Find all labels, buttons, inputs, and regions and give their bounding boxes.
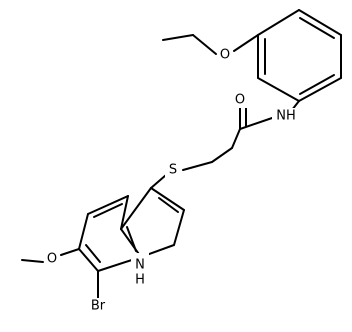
bond bbox=[231, 128, 241, 149]
double-bond-inner bbox=[126, 226, 137, 252]
label-bg bbox=[232, 93, 248, 108]
label-bg bbox=[165, 163, 181, 178]
atom-nitrogen-indole-hydrogen: H bbox=[135, 273, 145, 288]
bond bbox=[182, 161, 213, 171]
bond bbox=[120, 228, 142, 258]
atom-oxygen-carbonyl: O bbox=[235, 93, 245, 108]
label-bg bbox=[272, 108, 298, 124]
ethoxyphenyl-ring bbox=[257, 9, 342, 102]
bond bbox=[120, 187, 152, 230]
bond bbox=[21, 259, 44, 263]
bond bbox=[150, 187, 185, 211]
bond bbox=[162, 34, 194, 41]
bond bbox=[257, 9, 300, 36]
bond bbox=[239, 116, 276, 130]
label-bg bbox=[131, 253, 149, 287]
bond bbox=[60, 248, 80, 256]
label-bg bbox=[44, 252, 60, 268]
bond bbox=[211, 147, 233, 163]
bond bbox=[120, 195, 129, 230]
indole-ring bbox=[78, 187, 185, 272]
atom-nitrogen-amide: NH bbox=[276, 109, 296, 124]
acetamide-chain bbox=[150, 107, 276, 189]
bond bbox=[78, 248, 99, 272]
bond bbox=[298, 77, 342, 102]
bond bbox=[173, 209, 185, 246]
bond bbox=[233, 34, 259, 52]
atom-sulfur: S bbox=[169, 163, 177, 178]
bond bbox=[192, 34, 217, 55]
label-bg bbox=[86, 298, 110, 314]
atom-nitrogen-indole: N bbox=[135, 258, 145, 273]
bond bbox=[298, 9, 342, 36]
atom-oxygen-ethoxy: O bbox=[220, 48, 230, 63]
methoxy-group bbox=[21, 248, 80, 263]
ethoxy-group bbox=[162, 34, 259, 55]
label-bg bbox=[218, 47, 232, 61]
bond bbox=[87, 195, 129, 215]
double-bond-inner bbox=[85, 244, 101, 263]
bond bbox=[150, 174, 167, 189]
double-bond-inner bbox=[299, 17, 335, 39]
bond bbox=[78, 213, 89, 250]
double-bond-inner bbox=[93, 203, 123, 218]
bond bbox=[257, 77, 300, 102]
double-bond-inner bbox=[158, 197, 179, 213]
atom-bromine: Br bbox=[91, 299, 106, 314]
atom-oxygen-methoxy: O bbox=[47, 252, 57, 267]
double-bond-inner bbox=[299, 74, 335, 95]
